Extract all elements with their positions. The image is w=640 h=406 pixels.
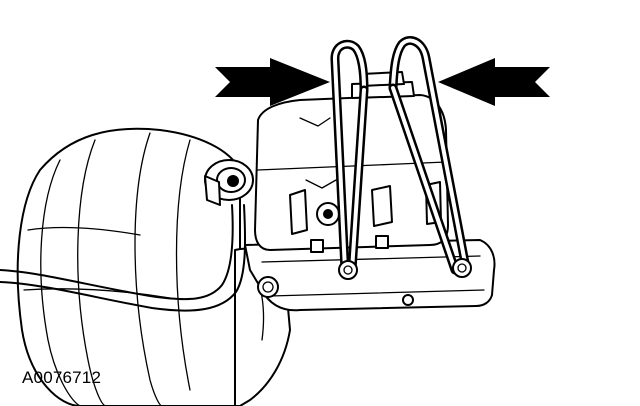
left-arrow	[215, 58, 330, 106]
vacuum-line	[0, 159, 254, 312]
right-arrow	[438, 58, 550, 106]
master-cylinder-body	[244, 239, 496, 312]
brake-booster	[16, 127, 291, 406]
brake-lines	[330, 36, 472, 280]
figure-reference-code: A0076712	[22, 368, 102, 387]
fluid-reservoir	[254, 71, 449, 253]
